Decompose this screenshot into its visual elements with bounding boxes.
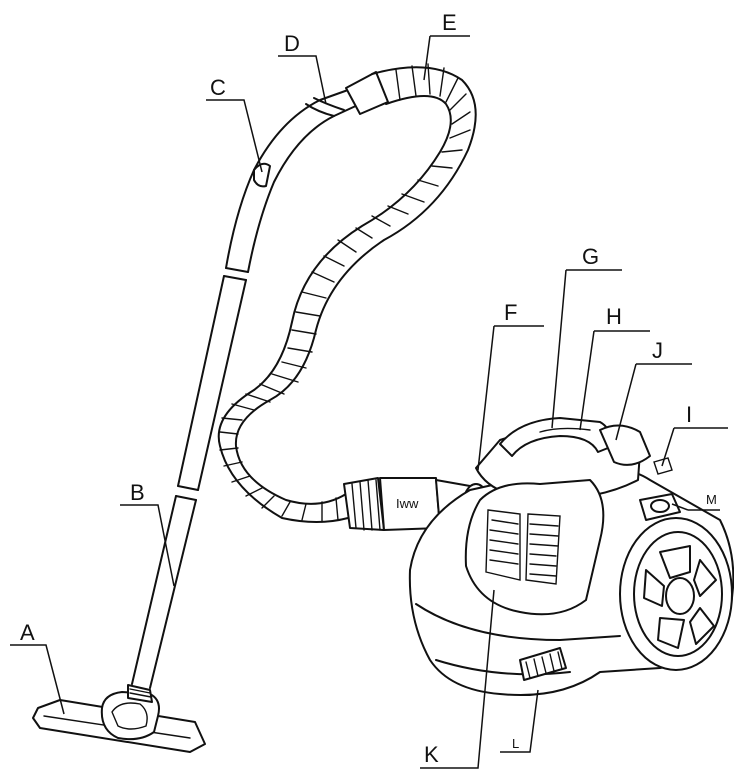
- label-i: I: [686, 402, 692, 427]
- label-h: H: [606, 304, 622, 329]
- filter-grille: [485, 509, 561, 585]
- label-g: G: [582, 244, 599, 269]
- label-k: K: [424, 742, 439, 767]
- label-f: F: [504, 300, 517, 325]
- leader-lines: [10, 35, 728, 769]
- label-e: E: [442, 10, 457, 35]
- label-j: J: [652, 338, 663, 363]
- extension-wand: [127, 89, 361, 703]
- rear-wheel: [619, 517, 733, 671]
- label-m: M: [706, 492, 717, 507]
- hose-marking-text: Iww: [396, 496, 419, 511]
- flexible-hose: [217, 63, 477, 523]
- label-d: D: [284, 31, 300, 56]
- part-labels: A B C D E F G H I J K L M: [20, 10, 717, 767]
- label-b: B: [130, 480, 145, 505]
- floor-nozzle: [32, 691, 206, 753]
- label-l: L: [512, 736, 519, 751]
- label-c: C: [210, 75, 226, 100]
- label-a: A: [20, 620, 35, 645]
